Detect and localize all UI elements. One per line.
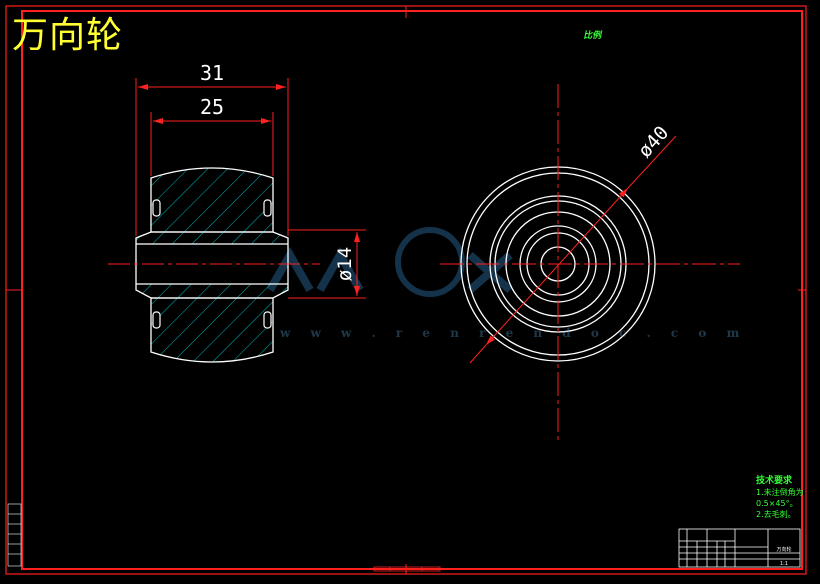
dim-label-31: 31 [200, 61, 224, 85]
dimension-overall-width [135, 78, 289, 236]
tech-req-item: 1.未注倒角为0.5×45°。 [756, 488, 804, 508]
revision-strip [7, 503, 22, 567]
dim-label-outer: ø40 [634, 122, 673, 162]
tech-req-heading: 技术要求 [756, 476, 793, 486]
dimension-bore [288, 229, 366, 299]
watermark-url: w w w . r e n r e n d o c . c o m [280, 326, 748, 340]
front-view-centerlines [440, 84, 740, 444]
dimension-hub-width [150, 112, 274, 176]
dim-label-bore: ø14 [334, 247, 356, 281]
hub-upper [135, 231, 289, 244]
title-block-part-name: 万向轮 [776, 546, 791, 553]
center-marks [6, 6, 806, 574]
tech-req-item: 2.去毛刺。 [756, 510, 796, 519]
tire-section-lower [150, 297, 274, 363]
note-tag: 比例 [582, 31, 603, 41]
dimension-outer-diameter [469, 135, 677, 364]
dim-label-25: 25 [200, 95, 224, 119]
hub-lower [135, 284, 289, 299]
bottom-marker-strip [373, 566, 441, 572]
watermark-logo [266, 227, 513, 297]
outer-border [5, 5, 807, 575]
tire-section-upper [150, 167, 274, 233]
title-block [678, 528, 801, 568]
wheel-section-view [108, 167, 320, 363]
drawing-title: 万向轮 [12, 15, 124, 56]
title-block-scale: 1:1 [780, 561, 788, 567]
technical-requirements: 技术要求 1.未注倒角为0.5×45°。 2.去毛刺。 [756, 476, 820, 520]
